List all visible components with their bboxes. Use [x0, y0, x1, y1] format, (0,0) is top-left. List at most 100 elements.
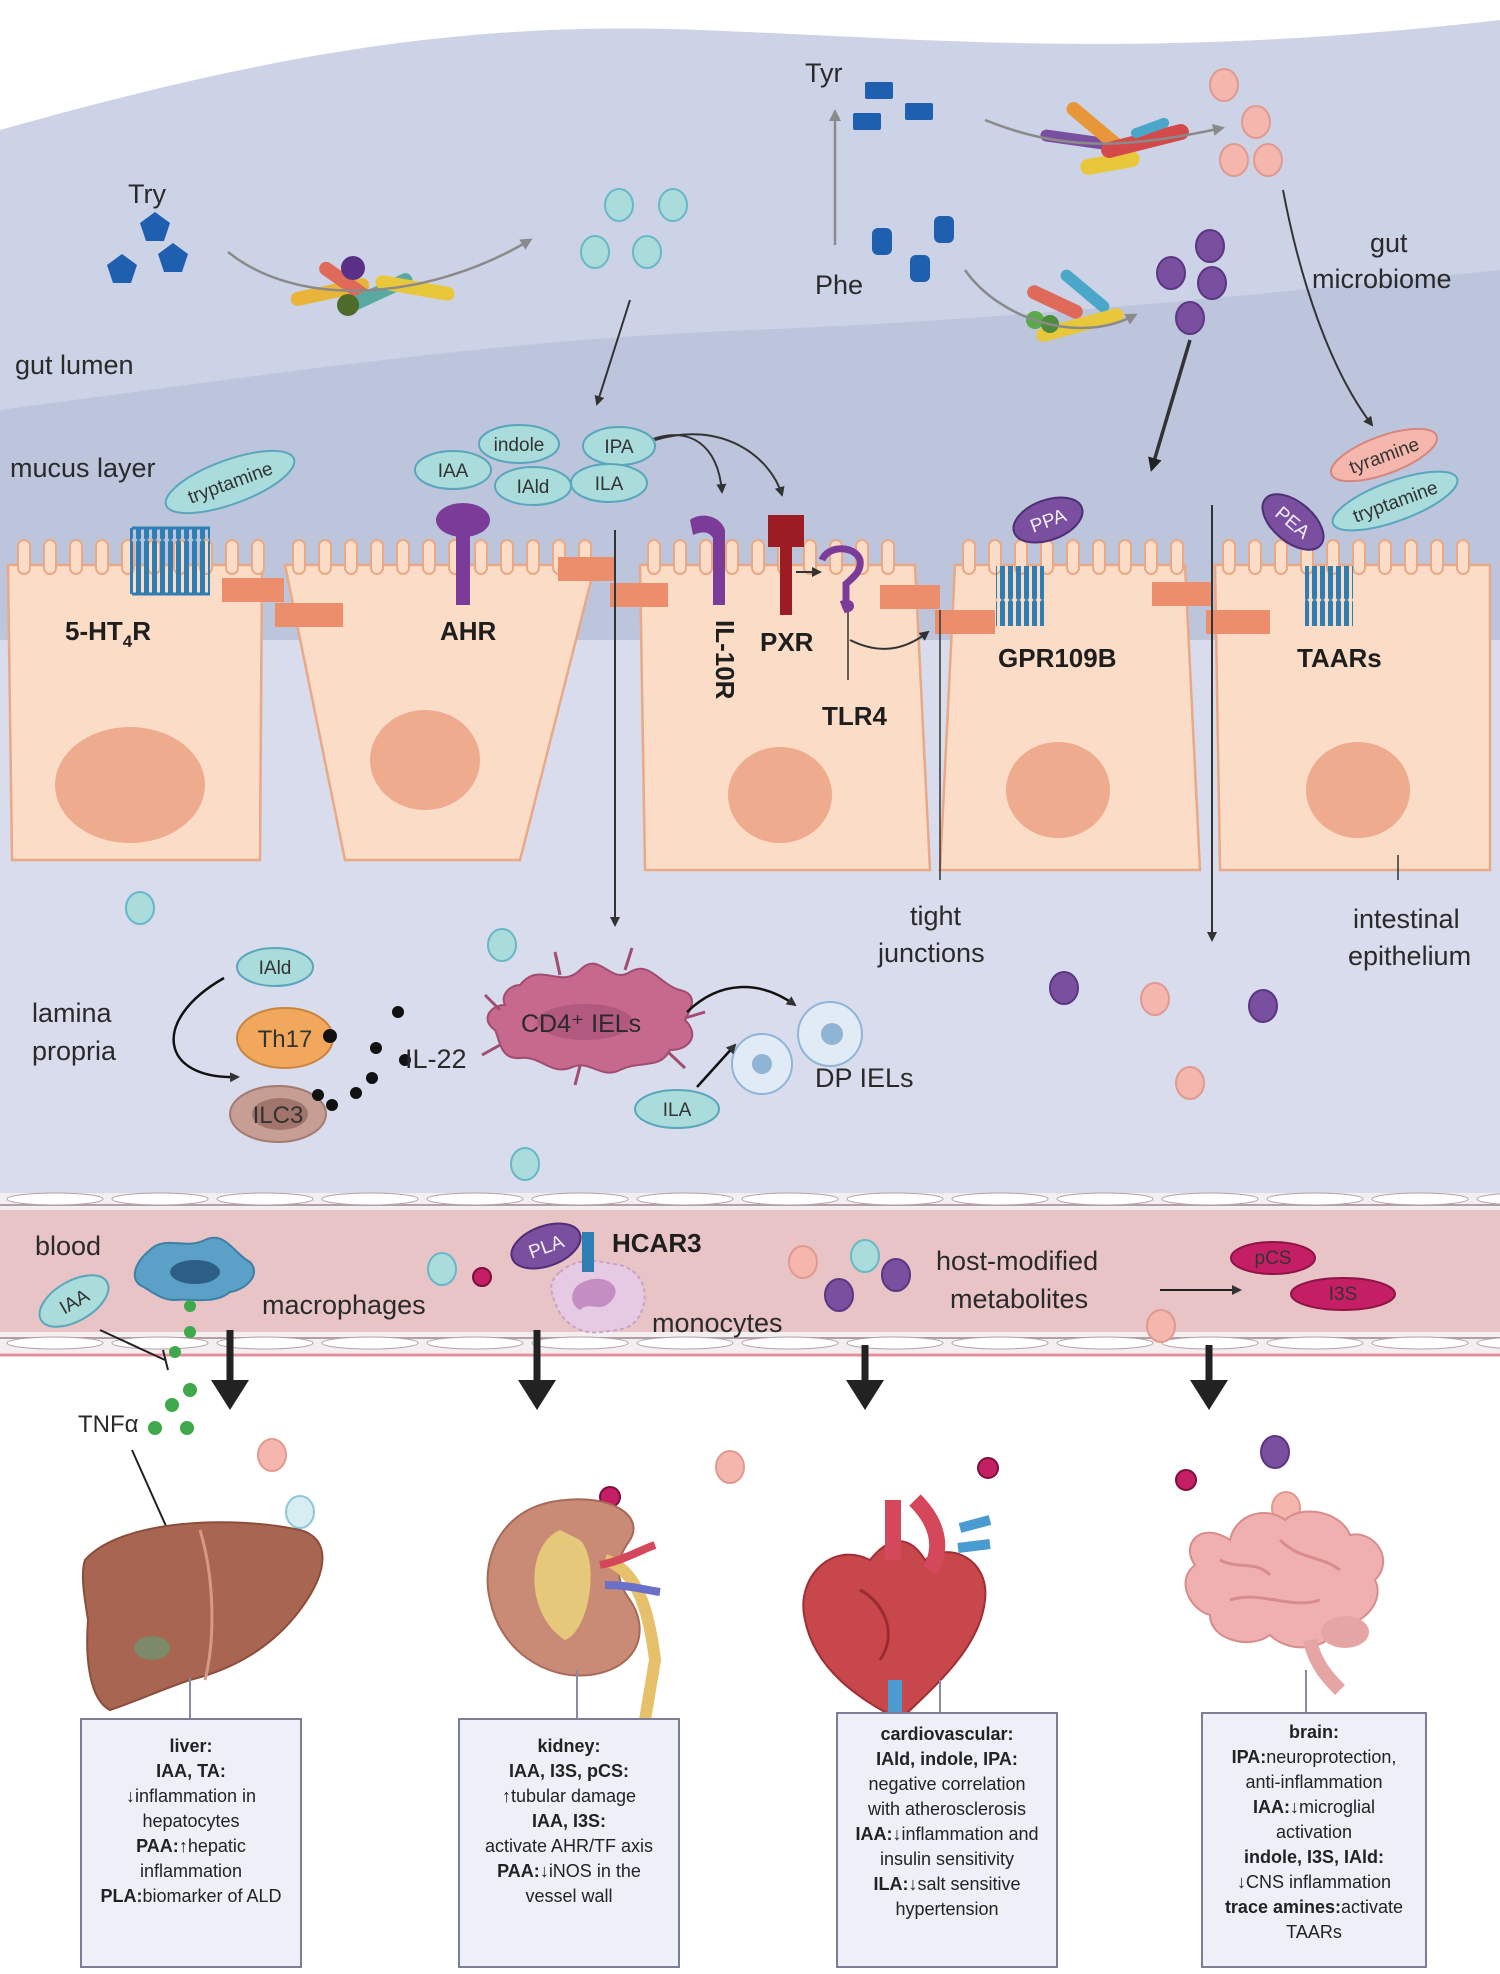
cardio-effects-text: cardiovascular:IAld, indole, IPA:negativ… [844, 1722, 1050, 1922]
microvillus [803, 539, 817, 575]
tnfa-label: TNFα [78, 1411, 139, 1438]
effect-description: biomarker of ALD [142, 1886, 282, 1906]
effect-term: brain: [1288, 1722, 1339, 1742]
microvillus [1066, 539, 1080, 575]
effect-description: tubular damage [510, 1786, 637, 1806]
effect-term: IPA: [1231, 1747, 1267, 1767]
effect-term: IAA: [1252, 1797, 1290, 1817]
effect-description: vessel wall [525, 1886, 613, 1906]
effect-line: ↓CNS inflammation [1209, 1870, 1419, 1895]
gpr109b-receptor [996, 566, 1044, 626]
microvillus [69, 539, 83, 575]
effect-term: ILA: [873, 1874, 909, 1894]
macrophages-label: macrophages [262, 1290, 426, 1320]
microvillus [1274, 539, 1288, 575]
effect-term: cardiovascular: [880, 1724, 1014, 1744]
endothelial-cell [951, 1192, 1049, 1206]
cardio-effects-box: cardiovascular:IAld, indole, IPA:negativ… [836, 1712, 1058, 1968]
microvillus [1404, 539, 1418, 575]
endothelial-cell [1266, 1192, 1364, 1206]
effect-term: PAA: [497, 1861, 540, 1881]
microvillus [344, 539, 358, 575]
effect-description: inflammation [139, 1861, 243, 1881]
effect-line: insulin sensitivity [844, 1847, 1050, 1872]
ilc3-cell: ILC3 [229, 1085, 338, 1143]
effect-description: TAARs [1286, 1922, 1342, 1942]
microvillus [962, 539, 976, 575]
microvillus [1352, 539, 1366, 575]
effect-description: negative correlation [868, 1774, 1026, 1794]
tight-junction [610, 583, 668, 607]
receptor-labels: 5-HT4R AHR IL-10R PXR TLR4 GPR109B TAARs… [65, 616, 1382, 1258]
ila-to-dp-arrow [696, 1043, 737, 1088]
microvillus [225, 539, 239, 575]
endothelial-cell [1056, 1192, 1154, 1206]
effect-line: kidney: [466, 1734, 672, 1759]
effect-line: vessel wall [466, 1884, 672, 1909]
ipa-to-pxr-arrow [654, 433, 785, 497]
monocyte-cell [550, 1232, 646, 1334]
microvillus [500, 539, 514, 575]
tight-junction [1152, 582, 1212, 606]
effect-description: hepatocytes [142, 1811, 240, 1831]
phe-label: Phe [815, 270, 863, 300]
endothelial-cell [6, 1192, 104, 1206]
microvillus [725, 539, 739, 575]
microvillus [292, 539, 306, 575]
il10r-label: IL-10R [710, 620, 740, 700]
microvillus [1222, 539, 1236, 575]
endothelial-cell [846, 1192, 944, 1206]
effect-description: CNS inflammation [1245, 1872, 1392, 1892]
effect-description: with atherosclerosis [867, 1799, 1027, 1819]
host-modified-label-1: host-modified [936, 1246, 1098, 1276]
endothelial-cell [636, 1192, 734, 1206]
cd4-iels-label: CD4⁺ IELs [521, 1010, 641, 1038]
effect-description: hypertension [895, 1899, 999, 1919]
microvillus [1144, 539, 1158, 575]
tyr-conversion-arrow [984, 118, 1225, 145]
tlr4-to-junction-arrow [849, 630, 930, 650]
intestinal-epithelium-label-1: intestinal [1353, 904, 1460, 934]
endothelial-cell [1476, 1193, 1500, 1205]
macrophage-cell [133, 1236, 256, 1302]
systemic-arrows [211, 1330, 1228, 1410]
effect-line: IAA, I3S: [466, 1809, 672, 1834]
effect-term: IAA, TA: [156, 1761, 226, 1781]
box-connectors [189, 1670, 1307, 1718]
gut-lumen-label: gut lumen [15, 350, 134, 380]
tlr4-receptor [818, 545, 864, 614]
microvillus [647, 539, 661, 575]
effect-description: inflammation in [134, 1786, 257, 1806]
ila-mucus-label: ILA [595, 474, 624, 495]
endothelial-cells [6, 1192, 1500, 1350]
diagram-labels: Try Tyr Phe gut lumen gut microbiome muc… [10, 58, 1471, 1438]
effect-line: ↑tubular damage [466, 1784, 672, 1809]
dp-iels-cells [731, 1001, 863, 1095]
tight-junction [558, 557, 616, 581]
indole-metabolites-lumen [580, 188, 688, 269]
i3s-label: I3S [1329, 1284, 1358, 1305]
try-label: Try [128, 179, 166, 209]
endothelial-cell [216, 1336, 314, 1350]
tight-junction [275, 603, 343, 627]
epithelial-cell-5 [1213, 563, 1492, 872]
il22-label: IL-22 [405, 1044, 467, 1074]
indole-entry-arrow [594, 299, 631, 406]
effect-line: cardiovascular: [844, 1722, 1050, 1747]
endothelial-cell [741, 1192, 839, 1206]
microvillus [17, 539, 31, 575]
nucleus-2 [370, 710, 480, 810]
effect-description: activate AHR/TF axis [484, 1836, 654, 1856]
microvillus [396, 539, 410, 575]
effect-line: negative correlation [844, 1772, 1050, 1797]
endothelial-cell [216, 1192, 314, 1206]
endothelial-cell [1056, 1336, 1154, 1350]
intestinal-epithelium-label-2: epithelium [1348, 941, 1471, 971]
taars-receptor [1305, 566, 1353, 626]
gut-microbiome-label-1: gut [1370, 228, 1408, 258]
tryptamine-pill-left [164, 449, 296, 515]
endothelial-cell [531, 1336, 629, 1350]
effect-line: indole, I3S, IAld: [1209, 1845, 1419, 1870]
